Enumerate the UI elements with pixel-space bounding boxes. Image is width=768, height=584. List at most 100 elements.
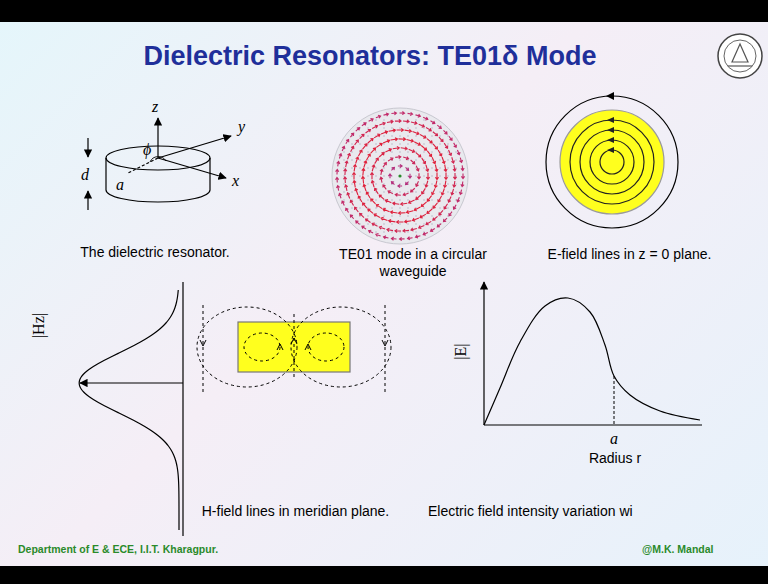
grid-dot bbox=[391, 231, 392, 232]
field-arrow bbox=[376, 234, 381, 237]
grid-dot bbox=[399, 151, 400, 152]
field-arrow bbox=[395, 193, 401, 196]
field-arrow bbox=[395, 229, 401, 232]
field-arrow bbox=[401, 202, 407, 205]
grid-dot bbox=[375, 143, 376, 144]
field-arrow bbox=[376, 205, 382, 209]
dimension-label: a bbox=[116, 175, 124, 194]
grid-dot bbox=[415, 231, 416, 232]
field-arrow bbox=[391, 182, 394, 185]
field-arrow bbox=[362, 123, 366, 126]
grid-dot bbox=[383, 231, 384, 232]
grid-dot bbox=[423, 167, 424, 168]
grid-dot bbox=[447, 207, 448, 208]
grid-dot bbox=[351, 175, 352, 176]
footer-text: Department of E & ECE, I.I.T. Kharagpur. bbox=[18, 543, 218, 556]
field-arrow bbox=[411, 188, 415, 192]
field-arrow bbox=[366, 129, 371, 133]
grid-dot bbox=[383, 167, 384, 168]
field-arrow bbox=[403, 120, 409, 123]
grid-dot bbox=[399, 135, 400, 136]
grid-dot bbox=[447, 183, 448, 184]
grid-dot bbox=[375, 119, 376, 120]
grid-dot bbox=[399, 215, 400, 216]
grid-dot bbox=[383, 199, 384, 200]
top-bar bbox=[0, 0, 768, 22]
field-arrow bbox=[355, 189, 358, 195]
grid-dot bbox=[423, 183, 424, 184]
h-field-figure bbox=[79, 282, 391, 536]
field-arrow bbox=[393, 147, 399, 150]
field-arrow bbox=[380, 169, 383, 174]
field-arrow bbox=[416, 114, 421, 117]
field-arrow bbox=[435, 165, 438, 172]
field-arrow bbox=[375, 158, 379, 164]
field-arrow bbox=[356, 221, 360, 224]
grid-dot bbox=[351, 159, 352, 160]
grid-dot bbox=[391, 143, 392, 144]
grid-dot bbox=[383, 135, 384, 136]
field-arrow bbox=[443, 130, 447, 134]
field-arrow bbox=[444, 165, 447, 172]
figure-caption: Electric field intensity variation wi bbox=[428, 503, 633, 520]
field-arrow bbox=[343, 177, 346, 183]
field-arrow bbox=[384, 113, 389, 116]
grid-dot bbox=[407, 199, 408, 200]
grid-dot bbox=[359, 159, 360, 160]
grid-dot bbox=[391, 207, 392, 208]
field-arrow bbox=[416, 195, 421, 199]
angle-symbol: ϕ bbox=[143, 140, 151, 159]
field-arrow bbox=[423, 232, 428, 235]
grid-dot bbox=[391, 223, 392, 224]
field-arrow bbox=[406, 167, 409, 170]
field-arrow bbox=[408, 237, 413, 240]
field-arrow bbox=[350, 215, 353, 219]
grid-dot bbox=[439, 207, 440, 208]
grid-dot bbox=[383, 223, 384, 224]
grid-dot bbox=[439, 215, 440, 216]
e-profile-curve bbox=[484, 298, 700, 425]
field-arrow bbox=[387, 228, 393, 231]
e-field-figure bbox=[546, 92, 678, 228]
field-arrow bbox=[453, 173, 456, 179]
field-arrow bbox=[393, 202, 399, 205]
field-arrow bbox=[438, 196, 442, 202]
field-arrow bbox=[433, 132, 438, 136]
field-arrow bbox=[459, 158, 462, 163]
field-arrow bbox=[457, 197, 460, 202]
grid-dot bbox=[415, 151, 416, 152]
field-arrow bbox=[379, 226, 385, 229]
figure-caption: The dielectric resonator. bbox=[65, 244, 245, 261]
grid-dot bbox=[439, 159, 440, 160]
grid-dot bbox=[343, 199, 344, 200]
grid-dot bbox=[431, 159, 432, 160]
field-arrow bbox=[369, 119, 373, 122]
field-arrow bbox=[370, 173, 373, 180]
grid-dot bbox=[399, 143, 400, 144]
grid-dot bbox=[367, 167, 368, 168]
field-arrow bbox=[416, 153, 421, 157]
grid-dot bbox=[431, 175, 432, 176]
field-arrow bbox=[443, 218, 447, 222]
grid-dot bbox=[375, 183, 376, 184]
field-arrow bbox=[372, 223, 377, 226]
field-arrow bbox=[342, 201, 345, 206]
grid-dot bbox=[431, 199, 432, 200]
field-arrow bbox=[448, 197, 451, 203]
grid-dot bbox=[399, 127, 400, 128]
field-arrow bbox=[374, 134, 380, 138]
grid-dot bbox=[359, 191, 360, 192]
grid-dot bbox=[351, 191, 352, 192]
grid-dot bbox=[383, 127, 384, 128]
field-arrow bbox=[336, 169, 339, 174]
field-arrow bbox=[433, 144, 437, 149]
grid-dot bbox=[367, 199, 368, 200]
grid-dot bbox=[359, 135, 360, 136]
field-arrow bbox=[411, 160, 415, 164]
field-arrow bbox=[405, 220, 412, 223]
grid-dot bbox=[415, 135, 416, 136]
grid-dot bbox=[399, 223, 400, 224]
grid-dot bbox=[359, 175, 360, 176]
grid-dot bbox=[343, 159, 344, 160]
grid-dot bbox=[351, 151, 352, 152]
